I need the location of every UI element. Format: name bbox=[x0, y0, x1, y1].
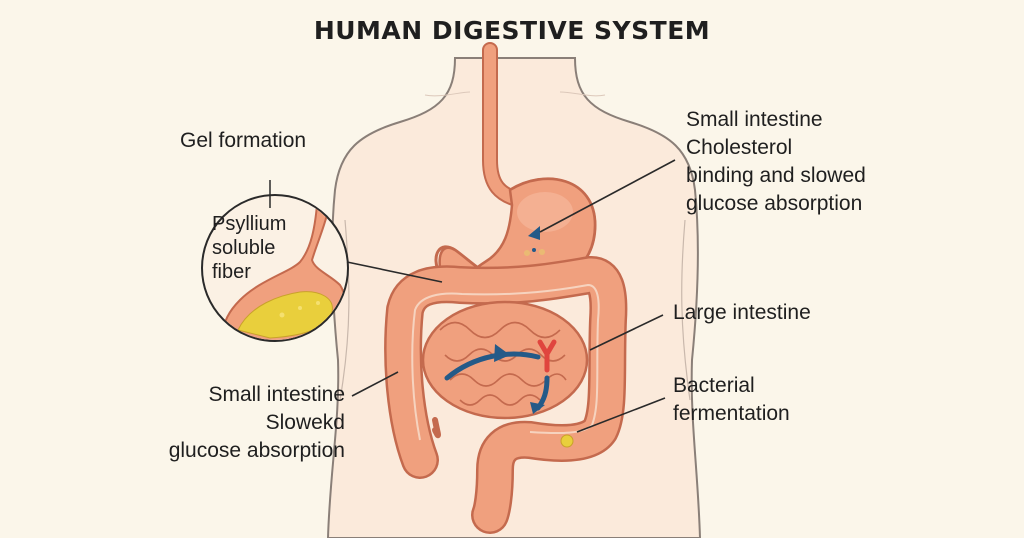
inset-fiber-label: Psyllium soluble fiber bbox=[212, 213, 287, 283]
flow-arrows bbox=[444, 344, 550, 414]
receptor-y-icon bbox=[537, 339, 557, 373]
inset-heading-label: Gel formation bbox=[180, 129, 307, 152]
diagram-title: HUMAN DIGESTIVE SYSTEM bbox=[313, 16, 711, 45]
small-intestine bbox=[421, 300, 589, 420]
large-intestine bbox=[384, 256, 628, 534]
leader-lines bbox=[346, 159, 676, 433]
flow-arrowhead-icon bbox=[494, 344, 510, 362]
bacteria-dot-icon bbox=[560, 434, 574, 448]
gel-formation-inset bbox=[201, 180, 349, 342]
callout-large-intestine: Large intestine bbox=[673, 301, 811, 324]
callout-stomach: Small intestine Cholesterol binding and … bbox=[686, 108, 866, 215]
callout-bacterial-fermentation: Bacterial fermentation bbox=[673, 374, 790, 425]
stomach-pointer-arrowhead-icon bbox=[528, 226, 540, 240]
callout-small-intestine-left: Small intestine Slowekd glucose absorpti… bbox=[168, 383, 345, 462]
flow-arrowhead-icon bbox=[530, 402, 545, 414]
